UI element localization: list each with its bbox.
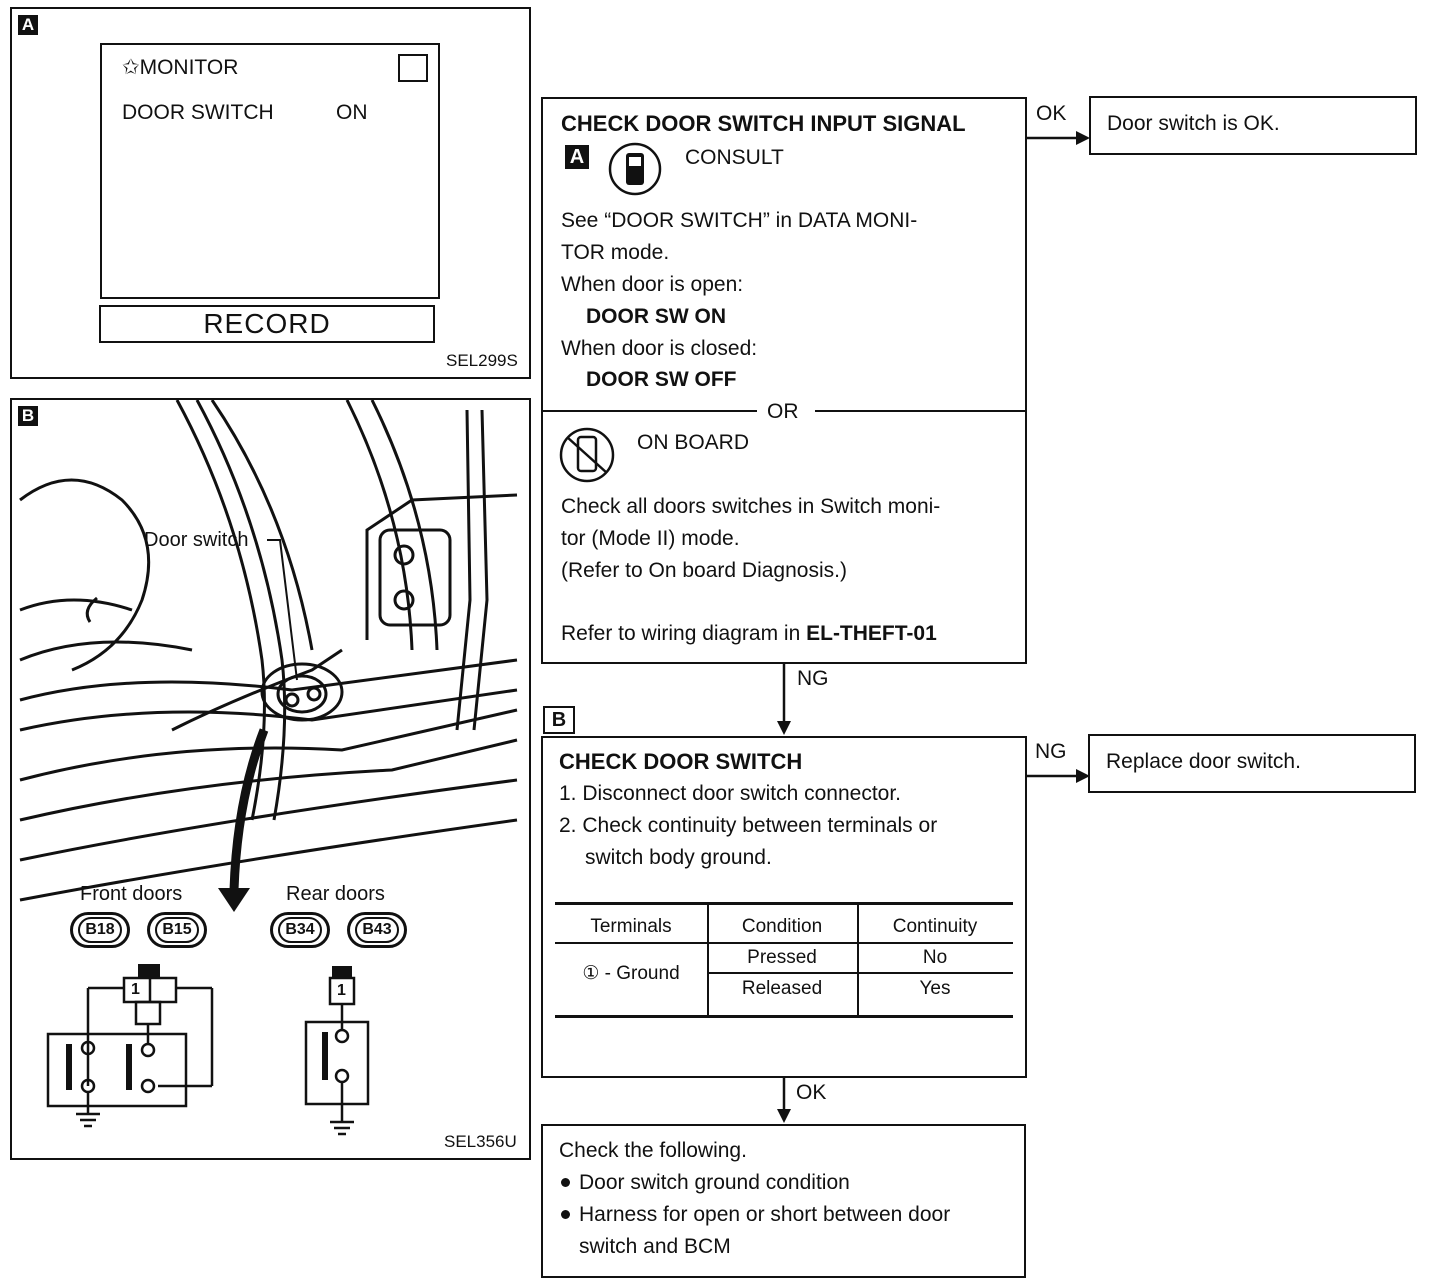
bullet-icon [561, 1210, 570, 1219]
rear-switch-schematic [304, 966, 370, 1136]
bullet-icon [561, 1178, 570, 1187]
step2-title: CHECK DOOR SWITCH [559, 749, 803, 774]
step3-bullet1: Door switch ground condition [579, 1171, 850, 1194]
continuity-table: Terminals Condition Continuity ① - Groun… [555, 902, 1013, 1020]
step1-tag: A [565, 145, 589, 169]
step1-line4: DOOR SW ON [586, 305, 726, 328]
front-doors-label: Front doors [80, 883, 183, 905]
connector-b15: B15 [147, 912, 207, 948]
table-row2-condition: Released [741, 978, 823, 999]
ng2-label: NG [1035, 740, 1067, 763]
ng1-label: NG [797, 667, 829, 690]
panel-b-tag: B [18, 406, 38, 426]
consult-label: CONSULT [685, 146, 784, 169]
ok1-arrow [1026, 131, 1090, 145]
ok1-result-box: Door switch is OK. [1089, 96, 1417, 155]
table-header-continuity: Continuity [892, 916, 978, 937]
step2-box: CHECK DOOR SWITCH 1. Disconnect door swi… [541, 736, 1027, 1078]
record-button[interactable]: RECORD [99, 305, 435, 343]
rear-doors-label: Rear doors [286, 883, 385, 905]
rear-pin-label: 1 [337, 982, 346, 999]
step2-line2: 2. Check continuity between terminals or [559, 814, 938, 837]
consult-icon [608, 142, 662, 196]
connector-b34: B34 [270, 912, 330, 948]
table-row1-condition: Pressed [747, 947, 817, 968]
ok1-label: OK [1036, 102, 1067, 125]
step3-box: Check the following. Door switch ground … [541, 1124, 1026, 1278]
ng1-arrow [777, 663, 791, 735]
step3-bullet2b: switch and BCM [579, 1235, 731, 1258]
step1-line3: When door is open: [561, 273, 744, 296]
connector-b43: B43 [347, 912, 407, 948]
table-header-condition: Condition [741, 916, 823, 937]
table-row2-continuity: Yes [919, 978, 951, 999]
on-board-icon [559, 427, 615, 483]
door-switch-item-value: ON [336, 101, 368, 124]
step1-line2: TOR mode. [561, 241, 670, 264]
ok2-label: OK [796, 1081, 827, 1104]
step1-line7: Check all doors switches in Switch moni- [561, 495, 941, 518]
wiring-diagram-ref[interactable]: EL-THEFT-01 [806, 622, 937, 645]
ng2-result-box: Replace door switch. [1088, 734, 1416, 793]
door-illustration [19, 400, 518, 912]
panel-b-code: SEL356U [444, 1132, 517, 1151]
step1-box: CHECK DOOR SWITCH INPUT SIGNAL A CONSULT… [541, 97, 1027, 664]
step2-line1: 1. Disconnect door switch connector. [559, 782, 902, 805]
step2-line3: switch body ground. [585, 846, 772, 869]
panel-a: A ✩MONITOR DOOR SWITCH ON RECORD SEL299S [10, 7, 531, 379]
step1-line5: When door is closed: [561, 337, 758, 360]
connector-b18: B18 [70, 912, 130, 948]
panel-b: B [10, 398, 531, 1160]
step1-title: CHECK DOOR SWITCH INPUT SIGNAL [561, 111, 966, 136]
step1-line8: tor (Mode II) mode. [561, 527, 740, 550]
or-divider-left [543, 410, 757, 412]
step1-line6: DOOR SW OFF [586, 368, 737, 391]
ok2-arrow [777, 1077, 791, 1123]
door-switch-item-label: DOOR SWITCH [122, 101, 274, 124]
or-divider-right [815, 410, 1027, 412]
step1-line1: See “DOOR SWITCH” in DATA MONI- [561, 209, 918, 232]
step3-bullet2a: Harness for open or short between door [579, 1203, 951, 1226]
step1-line10: Refer to wiring diagram in EL-THEFT-01 [561, 623, 937, 644]
table-row1-continuity: No [922, 947, 948, 968]
on-board-label: ON BOARD [637, 431, 750, 454]
front-pin-label: 1 [131, 981, 140, 998]
record-button-label: RECORD [203, 308, 331, 339]
ng2-arrow [1026, 769, 1090, 783]
checkbox-icon[interactable] [398, 54, 428, 82]
monitor-screen: ✩MONITOR DOOR SWITCH ON [100, 43, 440, 299]
step2-tag: B [543, 706, 575, 734]
ok1-result: Door switch is OK. [1107, 112, 1280, 135]
ng2-result: Replace door switch. [1106, 750, 1301, 773]
step1-line10-prefix: Refer to wiring diagram in [561, 622, 807, 645]
step3-line1: Check the following. [559, 1139, 747, 1162]
door-switch-callout: Door switch [144, 529, 249, 551]
front-switch-schematic [46, 964, 214, 1128]
table-terminal-value: ① - Ground [582, 963, 680, 984]
panel-a-tag: A [18, 15, 38, 35]
or-label: OR [767, 400, 799, 423]
panel-a-code: SEL299S [446, 351, 518, 370]
step1-line9: (Refer to On board Diagnosis.) [561, 559, 847, 582]
table-header-terminals: Terminals [590, 916, 672, 937]
monitor-label: ✩MONITOR [122, 56, 239, 79]
